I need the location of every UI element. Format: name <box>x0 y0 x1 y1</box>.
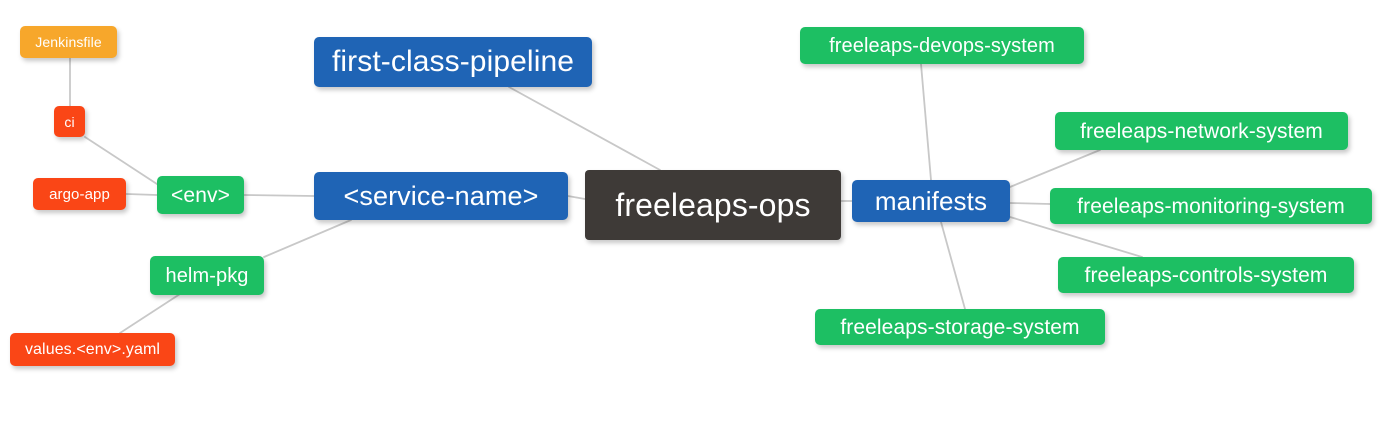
node-manifests[interactable]: manifests <box>852 180 1010 222</box>
edge-env-to-service-name <box>243 194 315 197</box>
node-freeleaps-ops[interactable]: freeleaps-ops <box>585 170 841 240</box>
edge-helm-pkg-to-values-yaml <box>119 293 181 334</box>
node-env[interactable]: <env> <box>157 176 244 214</box>
node-freeleaps-devops-system[interactable]: freeleaps-devops-system <box>800 27 1084 64</box>
edge-first-class-pipeline-to-freeleaps-ops <box>508 86 661 171</box>
edge-manifests-to-freeleaps-monitoring-system <box>1009 202 1051 205</box>
edge-manifests-to-freeleaps-storage-system <box>940 221 966 310</box>
node-freeleaps-network-system[interactable]: freeleaps-network-system <box>1055 112 1348 150</box>
node-argo-app[interactable]: argo-app <box>33 178 126 210</box>
node-first-class-pipeline[interactable]: first-class-pipeline <box>314 37 592 87</box>
node-service-name[interactable]: <service-name> <box>314 172 568 220</box>
node-freeleaps-monitoring-system[interactable]: freeleaps-monitoring-system <box>1050 188 1372 224</box>
edge-argo-app-to-env <box>125 193 158 196</box>
node-freeleaps-storage-system[interactable]: freeleaps-storage-system <box>815 309 1105 345</box>
node-ci[interactable]: ci <box>54 106 85 137</box>
edge-service-name-to-freeleaps-ops <box>567 195 586 200</box>
node-values-yaml[interactable]: values.<env>.yaml <box>10 333 175 366</box>
edge-manifests-to-freeleaps-devops-system <box>920 63 932 181</box>
edge-service-name-to-helm-pkg <box>263 219 352 258</box>
edge-manifests-to-freeleaps-network-system <box>1009 149 1101 188</box>
node-jenkinsfile[interactable]: Jenkinsfile <box>20 26 117 58</box>
node-freeleaps-controls-system[interactable]: freeleaps-controls-system <box>1058 257 1354 293</box>
node-helm-pkg[interactable]: helm-pkg <box>150 256 264 295</box>
